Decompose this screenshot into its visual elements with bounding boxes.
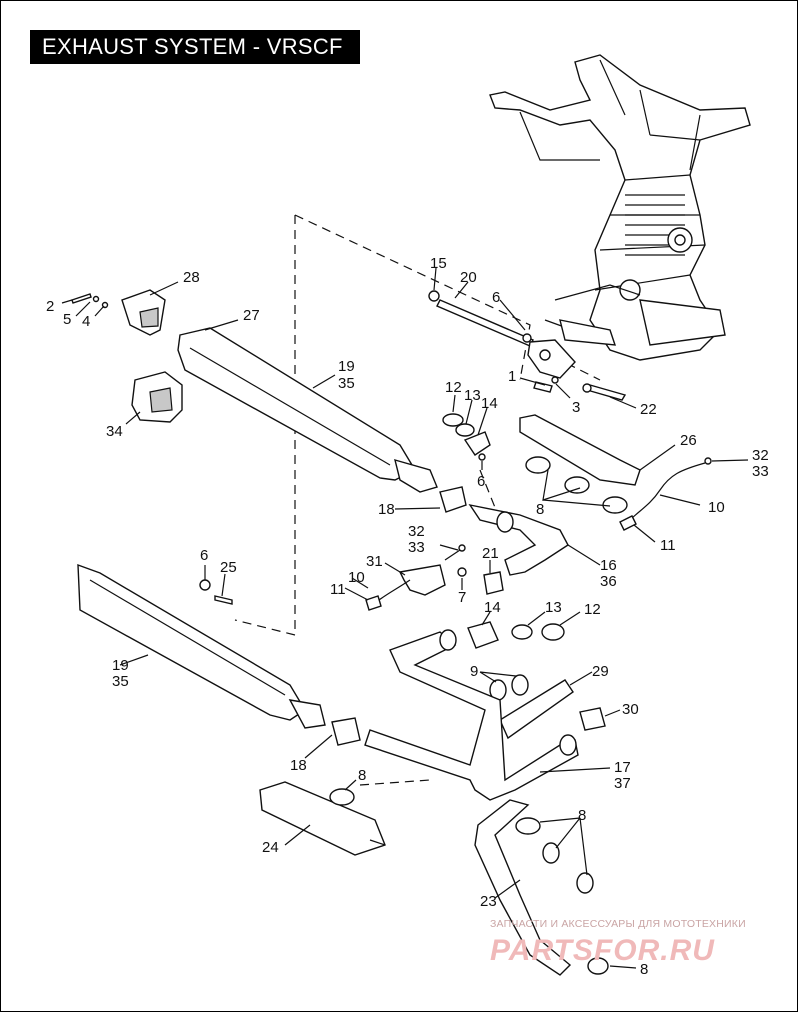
callout-18-upper: 18 xyxy=(378,501,395,518)
callout-13-lower: 13 xyxy=(545,599,562,616)
part-24-lower-shield xyxy=(259,781,386,856)
callout-31: 31 xyxy=(366,553,383,570)
part-28-end-cap xyxy=(121,289,166,336)
watermark-logo: PARTSFOR.RU xyxy=(490,934,715,967)
callout-26: 26 xyxy=(680,432,697,449)
callout-8-lower-group: 8 xyxy=(578,807,586,824)
part-18-clamp-lower xyxy=(331,717,361,746)
callout-9: 9 xyxy=(470,663,478,680)
callout-10-left: 10 xyxy=(348,569,365,586)
callout-6-lower: 6 xyxy=(200,547,208,564)
callout-20: 20 xyxy=(460,269,477,286)
callout-35-lower: 35 xyxy=(112,673,129,690)
callout-8-mid: 8 xyxy=(358,767,366,784)
part-18-clamp-upper xyxy=(439,486,467,513)
callout-10-right: 10 xyxy=(708,499,725,516)
callout-25: 25 xyxy=(220,559,237,576)
part-17-rear-header xyxy=(364,629,579,801)
callout-33-right: 33 xyxy=(752,463,769,480)
callout-34: 34 xyxy=(106,423,123,440)
callout-6-mid: 6 xyxy=(477,473,485,490)
callout-12-lower: 12 xyxy=(584,601,601,618)
callout-6-upper: 6 xyxy=(492,289,500,306)
callout-19-lower: 19 xyxy=(112,657,129,674)
callout-7: 7 xyxy=(458,589,466,606)
callout-11-right: 11 xyxy=(660,537,676,554)
page-title: EXHAUST SYSTEM - VRSCF xyxy=(30,30,360,64)
part-19-lower-muffler xyxy=(77,563,326,729)
callout-4: 4 xyxy=(82,313,90,330)
callout-36: 36 xyxy=(600,573,617,590)
callout-12-upper: 12 xyxy=(445,379,462,396)
callout-32-right: 32 xyxy=(752,447,769,464)
callout-14-lower: 14 xyxy=(484,599,501,616)
callout-21: 21 xyxy=(482,545,499,562)
part-23-lower-pipe xyxy=(474,799,572,976)
part-26-heat-shield xyxy=(519,414,641,486)
callout-8-upper: 8 xyxy=(536,501,544,518)
part-30-clamp xyxy=(579,707,606,731)
callout-24: 24 xyxy=(262,839,279,856)
callout-5: 5 xyxy=(63,311,71,328)
callout-37: 37 xyxy=(614,775,631,792)
callout-2: 2 xyxy=(46,298,54,315)
callout-3: 3 xyxy=(572,399,580,416)
part-19-upper-muffler xyxy=(177,327,438,493)
callout-23: 23 xyxy=(480,893,497,910)
callout-22: 22 xyxy=(640,401,657,418)
part-16-front-header xyxy=(468,503,569,576)
callout-27: 27 xyxy=(243,307,260,324)
callout-32-left: 32 xyxy=(408,523,425,540)
callout-8-bottom: 8 xyxy=(640,961,648,978)
part-mount-bracket xyxy=(522,333,627,401)
callout-35-upper: 35 xyxy=(338,375,355,392)
callout-15: 15 xyxy=(430,255,447,272)
part-34-bumper xyxy=(131,371,183,423)
callout-29: 29 xyxy=(592,663,609,680)
part-31-bracket xyxy=(398,564,446,596)
callout-33-left: 33 xyxy=(408,539,425,556)
callout-19-upper: 19 xyxy=(338,358,355,375)
callout-1: 1 xyxy=(508,368,516,385)
callout-30: 30 xyxy=(622,701,639,718)
part-29-heat-shield xyxy=(499,679,574,740)
motorcycle-frame xyxy=(489,54,751,361)
callout-11-left: 11 xyxy=(330,581,346,598)
callout-18-lower: 18 xyxy=(290,757,307,774)
callout-13-upper: 13 xyxy=(464,387,481,404)
callout-17: 17 xyxy=(614,759,631,776)
callout-16: 16 xyxy=(600,557,617,574)
watermark-tagline: ЗАПЧАСТИ И АКСЕССУАРЫ ДЛЯ МОТОТЕХНИКИ xyxy=(490,918,746,930)
callout-14-upper: 14 xyxy=(481,395,498,412)
callout-28: 28 xyxy=(183,269,200,286)
